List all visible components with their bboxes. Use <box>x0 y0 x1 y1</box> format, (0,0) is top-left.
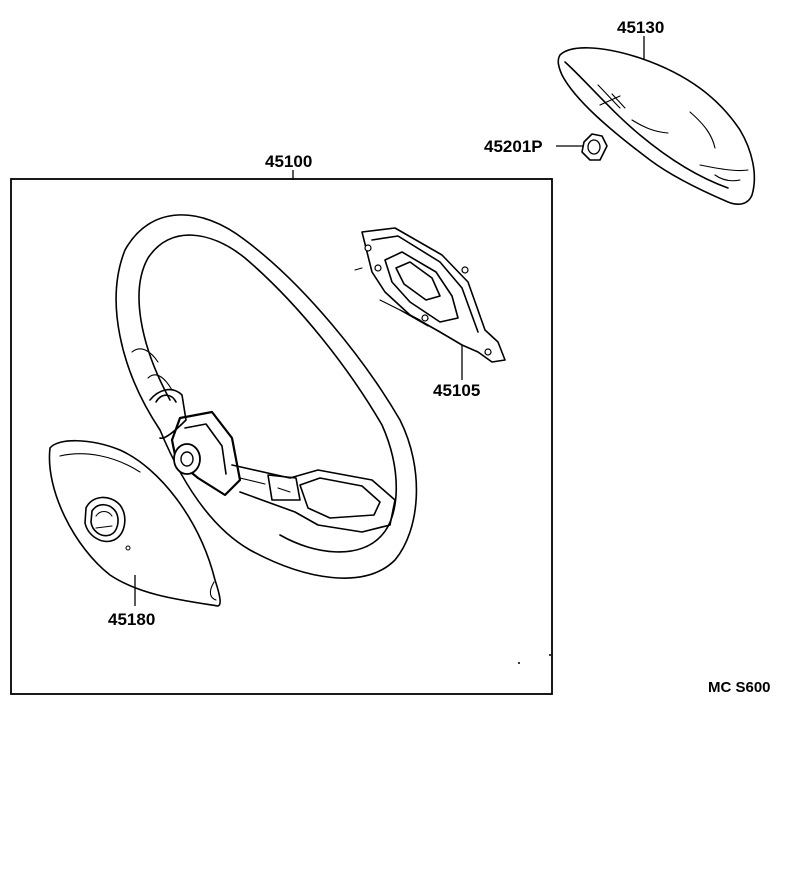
label-45100: 45100 <box>265 152 312 171</box>
horn-pad-drawing <box>48 439 221 607</box>
pad-cover-drawing <box>557 47 756 205</box>
label-45130: 45130 <box>617 18 664 37</box>
label-45105: 45105 <box>433 381 480 400</box>
steering-wheel-drawing <box>115 214 418 579</box>
assembly-frame <box>10 178 553 695</box>
bracket-drawing <box>354 227 506 363</box>
nut-drawing <box>581 133 608 161</box>
diagram-code: MC S600 <box>708 679 771 696</box>
label-45201P: 45201P <box>484 137 543 156</box>
label-45180: 45180 <box>108 610 155 629</box>
